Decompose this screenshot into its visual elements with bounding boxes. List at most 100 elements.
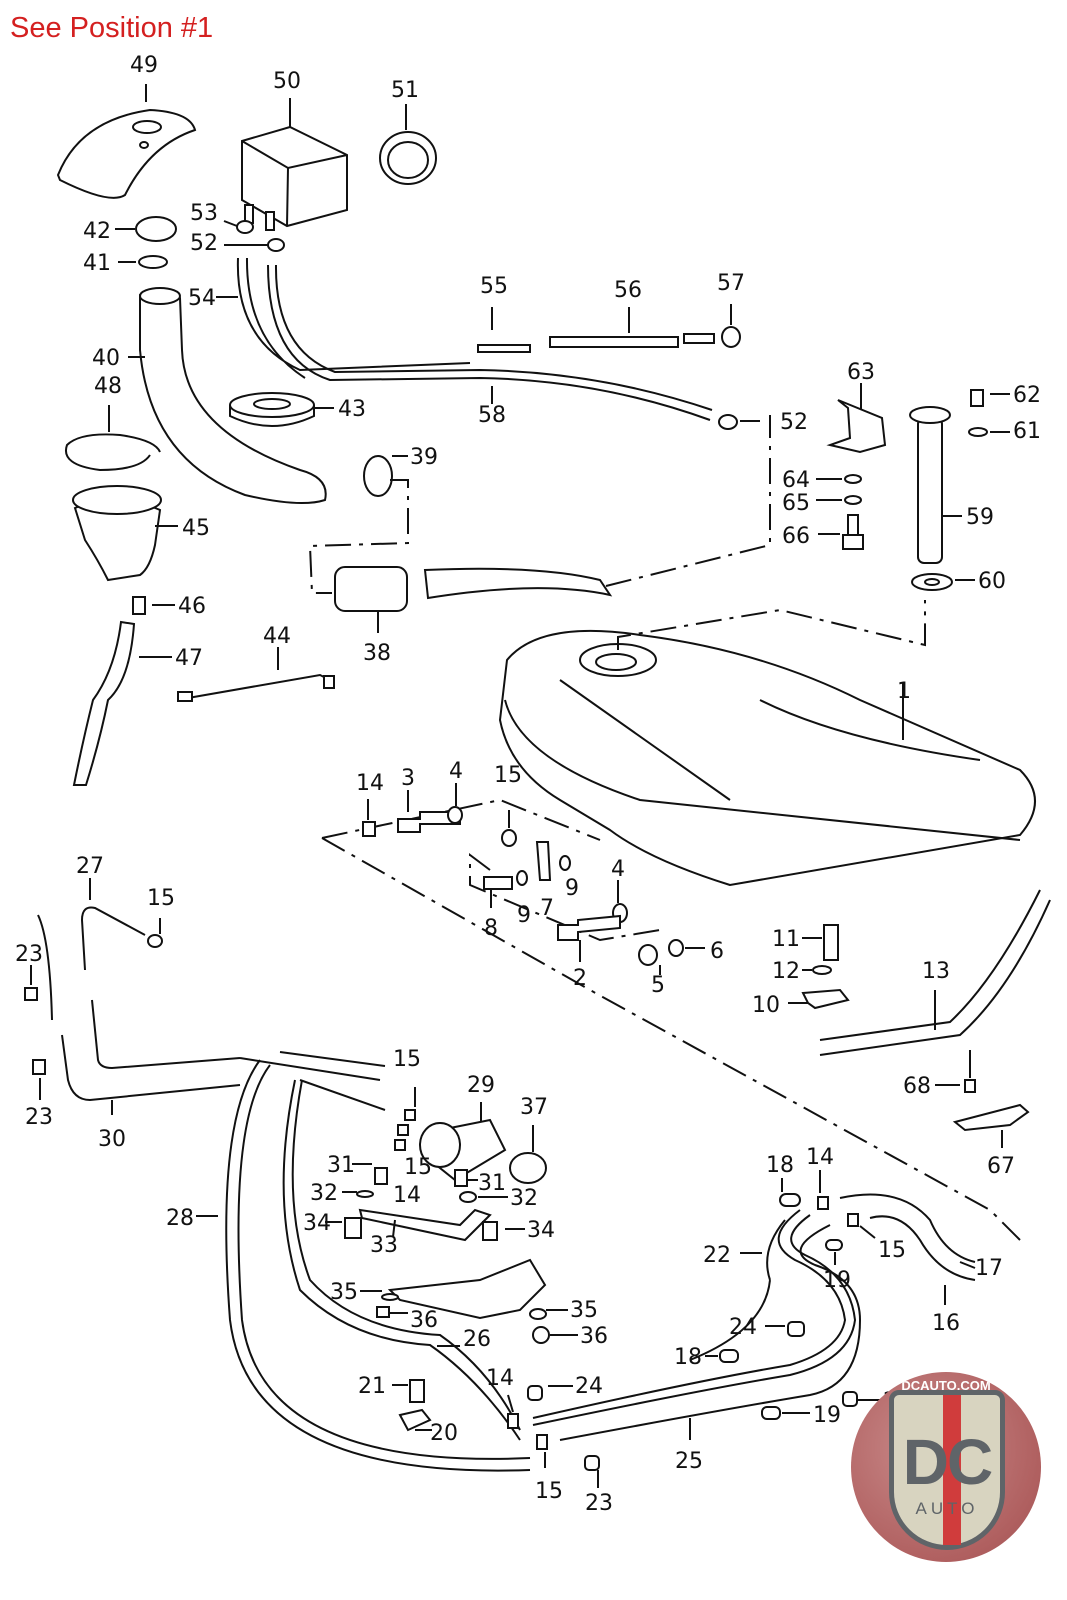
label-66: 66 (782, 524, 810, 549)
label-32: 32 (310, 1181, 338, 1206)
label-19: 19 (823, 1268, 851, 1293)
label-60: 60 (978, 569, 1006, 594)
label-53: 53 (190, 201, 218, 226)
label-9: 9 (517, 903, 531, 928)
part-44-ground-cable (187, 673, 331, 699)
label-45: 45 (182, 516, 210, 541)
label-34: 34 (303, 1211, 331, 1236)
label-15: 15 (494, 763, 522, 788)
label-14: 14 (393, 1183, 421, 1208)
logo-dc-text: DC (902, 1426, 993, 1498)
part-16-hose (839, 1193, 976, 1281)
label-59: 59 (966, 505, 994, 530)
label-31: 31 (327, 1153, 355, 1178)
part-26-fuel-hose (282, 1079, 521, 1441)
label-32: 32 (510, 1186, 538, 1211)
logo-shield: DC AUTO (889, 1390, 1005, 1550)
label-14: 14 (806, 1145, 834, 1170)
part-41-gasket (138, 255, 168, 269)
label-41: 41 (83, 251, 111, 276)
label-40: 40 (92, 346, 120, 371)
label-49: 49 (130, 53, 158, 78)
page-title: See Position #1 (10, 12, 214, 44)
label-3: 3 (401, 766, 415, 791)
label-15: 15 (393, 1047, 421, 1072)
label-9: 9 (565, 876, 579, 901)
label-10: 10 (752, 993, 780, 1018)
part-63-bracket (826, 399, 887, 454)
label-22: 22 (703, 1243, 731, 1268)
logo-url-text: DCAUTO.COM (901, 1378, 991, 1393)
label-24: 24 (575, 1374, 603, 1399)
part-40-filler-neck (139, 292, 327, 505)
label-35: 35 (330, 1280, 358, 1305)
label-43: 43 (338, 397, 366, 422)
logo-stripe (943, 1395, 961, 1545)
label-26: 26 (463, 1327, 491, 1352)
part-56-hose (549, 336, 679, 348)
part-39-hose-clamp (363, 455, 393, 497)
label-33: 33 (370, 1233, 398, 1258)
label-12: 12 (772, 959, 800, 984)
label-31: 31 (478, 1171, 506, 1196)
part-shield-plate (387, 1258, 547, 1320)
part-2-bolt (557, 914, 621, 941)
label-17: 17 (975, 1256, 1003, 1281)
label-52: 52 (780, 410, 808, 435)
part-30-fuel-line (91, 999, 241, 1070)
part-1-fuel-tank (498, 629, 1036, 887)
label-29: 29 (467, 1073, 495, 1098)
part-38-hose-section (334, 566, 408, 612)
label-11: 11 (772, 927, 800, 952)
label-1: 1 (897, 679, 911, 704)
label-68: 68 (903, 1074, 931, 1099)
part-28-fuel-hose (225, 1059, 531, 1472)
label-6: 6 (710, 939, 724, 964)
label-18: 18 (766, 1153, 794, 1178)
label-47: 47 (175, 646, 203, 671)
label-51: 51 (391, 78, 419, 103)
part-46-sleeve (132, 596, 146, 615)
label-46: 46 (178, 594, 206, 619)
label-64: 64 (782, 468, 810, 493)
label-61: 61 (1013, 419, 1041, 444)
label-15: 15 (878, 1238, 906, 1263)
label-14: 14 (486, 1366, 514, 1391)
label-8: 8 (484, 916, 498, 941)
part-37-pump-clamp (509, 1152, 547, 1184)
part-20-clip (398, 1408, 432, 1432)
label-15: 15 (147, 886, 175, 911)
part-13-tank-strap (819, 889, 1051, 1056)
part-27-fuel-line (80, 906, 146, 971)
part-57-plug (721, 326, 741, 348)
label-5: 5 (651, 973, 665, 998)
label-28: 28 (166, 1206, 194, 1231)
logo-auto-text: AUTO (915, 1499, 979, 1518)
label-27: 27 (76, 854, 104, 879)
label-35: 35 (570, 1298, 598, 1323)
label-65: 65 (782, 491, 810, 516)
label-44: 44 (263, 624, 291, 649)
part-67-bracket (952, 1103, 1030, 1132)
label-2: 2 (573, 966, 587, 991)
label-57: 57 (717, 271, 745, 296)
label-67: 67 (987, 1154, 1015, 1179)
label-56: 56 (614, 278, 642, 303)
label-52: 52 (190, 231, 218, 256)
dcauto-logo: DC AUTO DCAUTO.COM (851, 1372, 1041, 1562)
label-23: 23 (15, 942, 43, 967)
label-36: 36 (580, 1324, 608, 1349)
label-50: 50 (273, 69, 301, 94)
label-18: 18 (674, 1345, 702, 1370)
label-24: 24 (729, 1315, 757, 1340)
label-54: 54 (188, 286, 216, 311)
label-15: 15 (535, 1479, 563, 1504)
label-25: 25 (675, 1449, 703, 1474)
label-4: 4 (611, 857, 625, 882)
label-58: 58 (478, 403, 506, 428)
part-50-valve-box (241, 125, 348, 228)
label-48: 48 (94, 374, 122, 399)
label-37: 37 (520, 1095, 548, 1120)
part-47-hose (72, 620, 136, 786)
